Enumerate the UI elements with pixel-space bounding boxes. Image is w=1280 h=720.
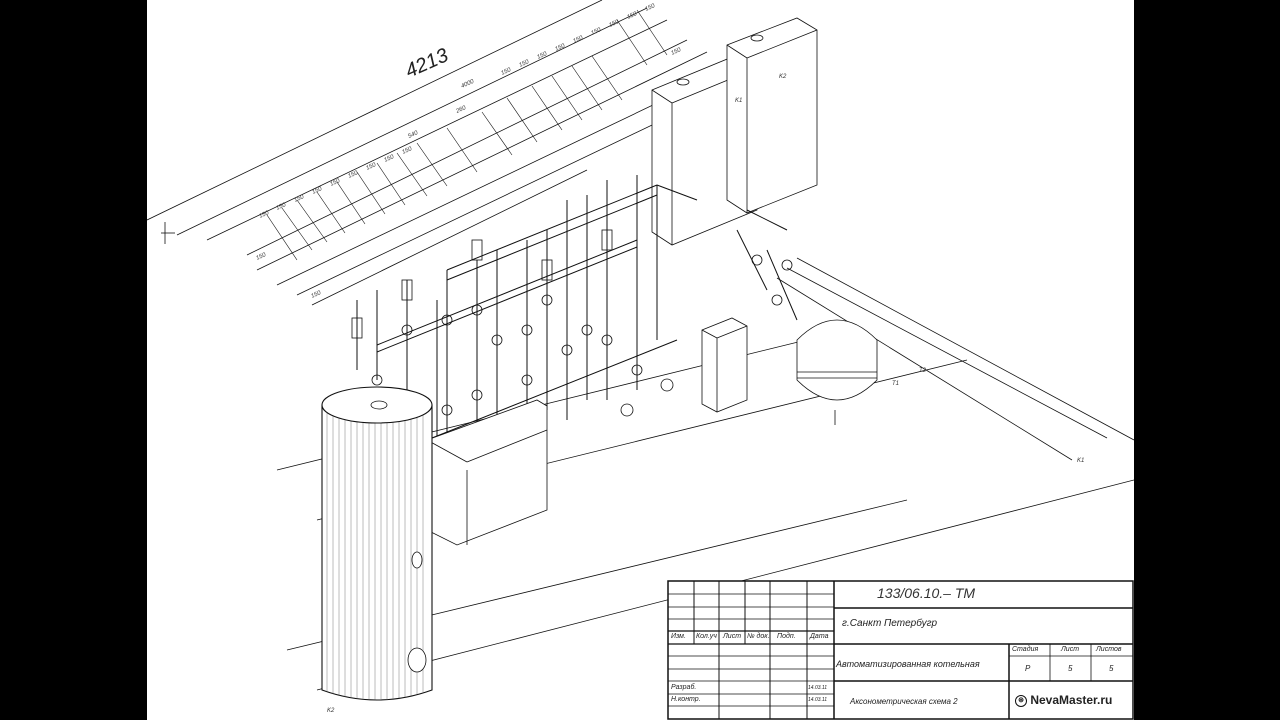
brand-text: NevaMaster.ru bbox=[1030, 693, 1113, 707]
dimension-label: 150 bbox=[401, 146, 413, 156]
dimension-label: 150 bbox=[572, 35, 584, 45]
sheets-value: 5 bbox=[1109, 664, 1114, 673]
dimension-label: 150 bbox=[311, 186, 323, 196]
tag-label: K1 bbox=[735, 98, 742, 104]
dimension-label: 150 bbox=[310, 290, 322, 300]
column-header: Дата bbox=[810, 633, 829, 640]
role-label: Н.контр. bbox=[671, 696, 701, 703]
dimension-label: 540 bbox=[407, 130, 419, 140]
dimension-label: 150 bbox=[626, 11, 638, 21]
role-date: 14.03.11 bbox=[808, 685, 828, 691]
dimension-label: 150 bbox=[590, 27, 602, 37]
dimension-label: 150 bbox=[383, 154, 395, 164]
overall-dimension-label: 4213 bbox=[402, 44, 452, 82]
brand-logo: ⊛ NevaMaster.ru bbox=[1015, 693, 1112, 707]
sheet-value: 5 bbox=[1068, 664, 1073, 673]
title-block: Изм. Кол.уч Лист № док. Подп. Дата Разра… bbox=[667, 580, 1134, 720]
dimension-label: 4000 bbox=[460, 79, 475, 90]
tag-label: K1 bbox=[1077, 458, 1084, 464]
column-header: Кол.уч bbox=[696, 633, 717, 640]
dimension-label: 150 bbox=[258, 210, 270, 220]
axonometric-drawing: 4213 4000 260 540 150 150 150 150 150 15… bbox=[147, 0, 1134, 714]
dimension-label: 150 bbox=[608, 19, 620, 29]
tag-label: K2 bbox=[327, 708, 335, 714]
brand-icon: ⊛ bbox=[1015, 694, 1027, 707]
sheet-name: Аксонометрическая схема 2 bbox=[850, 697, 958, 706]
column-header: Изм. bbox=[671, 633, 686, 640]
tag-label: T1 bbox=[892, 381, 899, 387]
tag-label: T2 bbox=[919, 368, 927, 374]
dimension-label: 150 bbox=[518, 59, 530, 69]
dimension-label: 150 bbox=[329, 178, 341, 188]
role-date: 14.03.11 bbox=[808, 697, 828, 703]
dimension-label: 150 bbox=[255, 252, 267, 262]
city-name: г.Санкт Петербугр bbox=[842, 618, 938, 629]
document-code: 133/06.10.– TM bbox=[877, 585, 976, 601]
sheets-header: Листов bbox=[1096, 646, 1122, 653]
stage-value: Р bbox=[1025, 664, 1031, 673]
dimension-label: 150 bbox=[293, 194, 305, 204]
dimension-label: 150 bbox=[644, 3, 656, 13]
sheet-header: Лист bbox=[1061, 646, 1080, 653]
drawing-sheet: 4213 4000 260 540 150 150 150 150 150 15… bbox=[147, 0, 1134, 720]
dimension-label: 150 bbox=[500, 67, 512, 77]
dimension-label: 150 bbox=[554, 43, 566, 53]
tag-label: K2 bbox=[779, 74, 787, 80]
column-header: № док. bbox=[747, 633, 770, 640]
dimension-label: 150 bbox=[365, 162, 377, 172]
dimension-label: 150 bbox=[275, 202, 287, 212]
dimension-label: 150 bbox=[536, 51, 548, 61]
dimension-label: 150 bbox=[670, 47, 682, 57]
column-header: Подп. bbox=[777, 633, 796, 640]
column-header: Лист bbox=[723, 633, 742, 640]
role-label: Разраб. bbox=[671, 684, 697, 691]
dimension-label: 150 bbox=[347, 170, 359, 180]
object-name: Автоматизированная котельная bbox=[836, 659, 980, 669]
stage-header: Стадия bbox=[1012, 646, 1039, 653]
dimension-label: 260 bbox=[454, 105, 467, 115]
